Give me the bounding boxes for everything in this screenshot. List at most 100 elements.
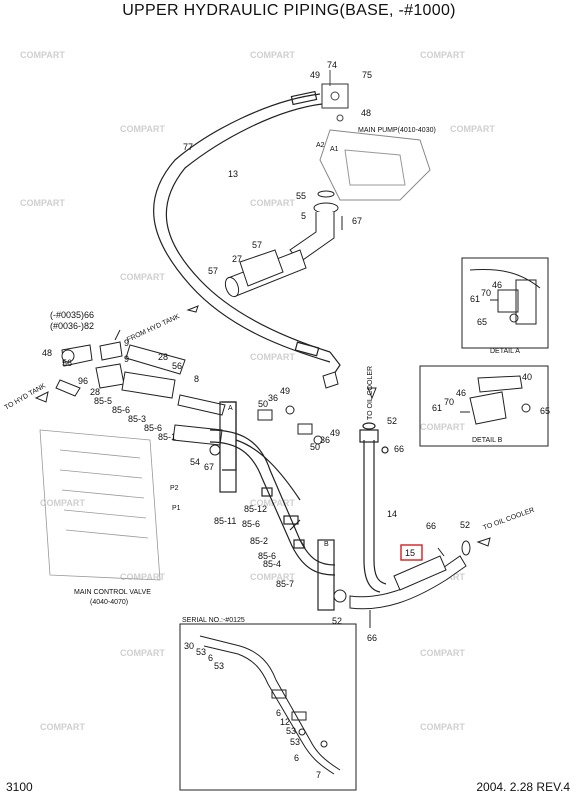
part-number: 67 <box>204 462 214 472</box>
callout-mcv-ref: (4040-4070) <box>90 599 128 606</box>
part-number: 8 <box>194 374 199 384</box>
part-number: 6 <box>276 708 281 718</box>
watermark: COMPART <box>120 272 165 282</box>
callout-serial-82: (#0036-)82 <box>50 321 94 331</box>
watermark: COMPART <box>250 198 295 208</box>
part-number: 57 <box>252 240 262 250</box>
watermark: COMPART <box>250 50 295 60</box>
callout-detail-a: DETAIL A <box>490 348 520 355</box>
watermark: COMPART <box>120 124 165 134</box>
part-number: 14 <box>387 509 397 519</box>
watermark: COMPART <box>250 572 295 582</box>
watermark: COMPART <box>420 50 465 60</box>
part-number: 52 <box>387 416 397 426</box>
part-number: 52 <box>460 520 470 530</box>
watermark: COMPART <box>420 648 465 658</box>
part-number: 77 <box>183 142 193 152</box>
part-number: 65 <box>540 406 550 416</box>
part-number: 27 <box>232 254 242 264</box>
part-number: 13 <box>228 169 238 179</box>
part-number: 40 <box>522 372 532 382</box>
part-number: 36 <box>268 393 278 403</box>
part-number: 56 <box>62 358 72 368</box>
callout-serial-no: SERIAL NO.:-#0125 <box>182 617 245 624</box>
part-number: 85-2 <box>250 536 268 546</box>
part-number: 50 <box>258 399 268 409</box>
part-number: 12 <box>280 717 290 727</box>
page-number: 3100 <box>6 780 33 794</box>
detail-b-box <box>419 365 549 447</box>
part-number: 6 <box>208 653 213 663</box>
part-number: 65 <box>477 317 487 327</box>
flow-arrows <box>34 305 491 547</box>
part-number: 52 <box>332 616 342 626</box>
part-number: 75 <box>362 70 372 80</box>
part-number: 50 <box>310 442 320 452</box>
part-numbers: 74 75 49 48 77 13 55 5 67 57 27 57 28 56… <box>42 60 550 780</box>
part-number: 7 <box>316 770 321 780</box>
part-number: 85-1 <box>158 432 176 442</box>
page-title: UPPER HYDRAULIC PIPING(BASE, -#1000) <box>122 2 456 19</box>
part-number: 53 <box>196 647 206 657</box>
detail-a-box <box>461 257 549 349</box>
part-number: 85-5 <box>94 396 112 406</box>
watermark: COMPART <box>40 498 85 508</box>
watermark: COMPART <box>20 198 65 208</box>
part-number: 85-7 <box>276 579 294 589</box>
callout-p1: P1 <box>172 505 181 512</box>
part-number: 70 <box>481 288 491 298</box>
part-number: 61 <box>470 294 480 304</box>
main-pump-drawing <box>319 70 431 201</box>
pipe-to-oil-cooler <box>333 540 471 628</box>
watermark: COMPART <box>420 422 465 432</box>
part-number: 49 <box>310 70 320 80</box>
part-number: 66 <box>426 521 436 531</box>
callout-main-control-valve: MAIN CONTROL VALVE <box>74 589 151 596</box>
main-control-valve-drawing <box>39 429 161 581</box>
part-number: 85-11 <box>214 516 236 526</box>
date-revision: 2004. 2.28 REV.4 <box>476 780 570 794</box>
part-number: 28 <box>158 352 168 362</box>
callout-to-oil-cooler-right: TO OIL COOLER <box>482 507 535 532</box>
watermark: COMPART <box>120 648 165 658</box>
part-number: 67 <box>352 216 362 226</box>
callout-main-pump: MAIN PUMP(4010-4030) <box>358 127 436 134</box>
hose-14 <box>359 422 389 593</box>
part-number: 85-6 <box>112 405 130 415</box>
control-valve-fittings <box>55 329 226 456</box>
part-number: 49 <box>330 428 340 438</box>
pipe-assembly-85 <box>209 401 336 611</box>
callout-a1: A1 <box>330 146 339 153</box>
part-number: 54 <box>190 457 200 467</box>
part-number: 48 <box>361 108 371 118</box>
part-number: 46 <box>492 280 502 290</box>
part-number: 53 <box>286 726 296 736</box>
watermark: COMPART <box>250 352 295 362</box>
part-number: 9 <box>124 338 129 348</box>
callout-bracket-a: A <box>228 405 233 412</box>
part-number: 55 <box>296 191 306 201</box>
watermark: COMPART <box>120 572 165 582</box>
part-number: 85-4 <box>263 559 281 569</box>
part-number: 53 <box>290 737 300 747</box>
part-number: 6 <box>294 753 299 763</box>
watermark: COMPART <box>420 722 465 732</box>
hose-77-13 <box>153 90 341 381</box>
watermark: COMPART <box>450 124 495 134</box>
part-number: 56 <box>172 361 182 371</box>
callout-to-oil-cooler-top: TO OIL COOLER <box>367 366 374 420</box>
part-number: 53 <box>214 661 224 671</box>
part-number: 85-12 <box>244 504 267 514</box>
part-number: 5 <box>301 211 306 221</box>
watermark: COMPART <box>40 722 85 732</box>
part-number: 61 <box>432 403 442 413</box>
part-number: 49 <box>280 386 290 396</box>
callout-a2: A2 <box>316 142 325 149</box>
part-number: 70 <box>444 397 454 407</box>
callout-serial-66: (-#0035)66 <box>50 310 94 320</box>
part-number: 36 <box>320 435 330 445</box>
watermark: COMPART <box>20 50 65 60</box>
callout-p2: P2 <box>170 485 179 492</box>
